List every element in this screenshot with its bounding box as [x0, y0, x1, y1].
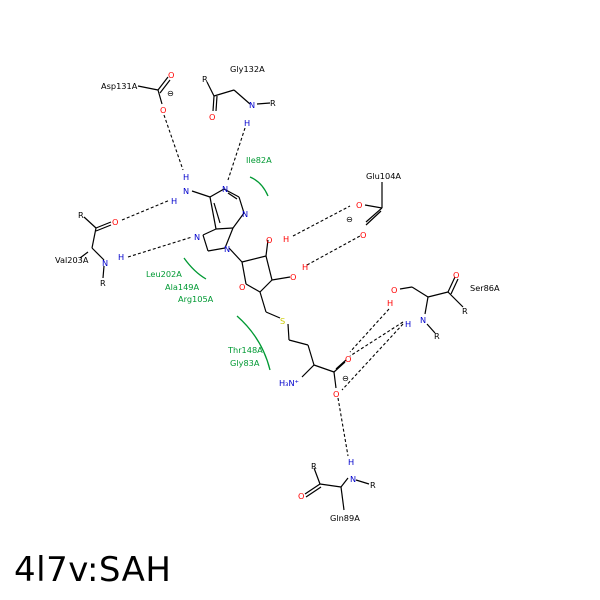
ser86-r: R	[462, 306, 468, 316]
hydrophobic-gly83: Gly83A	[230, 358, 260, 368]
ser86-n: N	[420, 315, 426, 325]
asp131-o2: O	[160, 105, 166, 115]
ser86-hg: H	[387, 298, 393, 308]
atom-o2: O	[266, 235, 272, 245]
atom-o4: O	[239, 282, 245, 292]
residue-bonds	[79, 76, 464, 511]
atom-oxt: O	[345, 354, 351, 364]
asp131-charge: ⊖	[167, 88, 174, 98]
val203-r2: R	[100, 278, 106, 288]
carboxylate-charge: ⊖	[342, 373, 349, 383]
ligand-title: 4l7v:SAH	[14, 550, 172, 590]
gln89-n: N	[350, 474, 356, 484]
glu104-o1: O	[356, 200, 362, 210]
hydrophobic-ile82: Ile82A	[246, 155, 272, 165]
gly132-r2: R	[270, 98, 276, 108]
gln89-h: H	[348, 457, 354, 467]
ser86-r2: R	[434, 331, 440, 341]
gly132-n: N	[249, 100, 255, 110]
atom-n9: N	[224, 244, 230, 254]
ser86-h: H	[405, 319, 411, 329]
atom-sd: S	[280, 316, 285, 326]
hydrogen-bonds	[121, 114, 404, 457]
residue-atoms: O O ⊖ R O N H R O O ⊖ R O N H R O H O R …	[78, 70, 468, 501]
hydrophobic-arg105: Arg105A	[178, 294, 214, 304]
atom-nh3: H₃N⁺	[279, 378, 299, 388]
residue-ser86: Ser86A	[470, 283, 500, 293]
ligand-bonds	[191, 188, 347, 389]
ser86-og: O	[391, 285, 397, 295]
atom-o: O	[333, 389, 339, 399]
gly132-o: O	[209, 112, 215, 122]
atom-n1: N	[222, 184, 228, 194]
gly132-r: R	[202, 74, 208, 84]
val203-h: H	[118, 252, 124, 262]
hydrophobic-leu202: Leu202A	[146, 269, 182, 279]
val203-n: N	[102, 258, 108, 268]
hydrophobic-contacts	[183, 176, 271, 371]
hydrophobic-ala149: Ala149A	[165, 282, 200, 292]
gln89-r: R	[311, 461, 317, 471]
atom-n6-h2: H	[171, 196, 177, 206]
ser86-o: O	[453, 270, 459, 280]
residue-glu104: Glu104A	[366, 171, 401, 181]
hydrophobic-thr148: Thr148A	[227, 345, 263, 355]
val203-o: O	[112, 217, 118, 227]
val203-r: R	[78, 210, 84, 220]
atom-n3: N	[242, 209, 248, 219]
gly132-h: H	[244, 118, 250, 128]
atom-o3-h: H	[302, 262, 308, 272]
atom-o3: O	[290, 272, 296, 282]
gln89-r2: R	[370, 480, 376, 490]
residue-gln89: Gln89A	[330, 513, 360, 523]
glu104-o2: O	[360, 230, 366, 240]
ligand-atoms: N N N N N H H O O H O H S H₃N⁺ O O ⊖	[171, 172, 351, 399]
residue-asp131: Asp131A	[101, 81, 138, 91]
residue-gly132: Gly132A	[230, 64, 265, 74]
atom-o2-h: H	[283, 234, 289, 244]
hydrophobic-labels: Ile82A Leu202A Ala149A Arg105A Thr148A G…	[146, 155, 272, 368]
atom-n6-h1: H	[183, 172, 189, 182]
glu104-charge: ⊖	[346, 214, 353, 224]
atom-n7: N	[194, 232, 200, 242]
residue-labels: Asp131A Gly132A Glu104A Val203A Ser86A G…	[55, 64, 500, 523]
gln89-o: O	[298, 491, 304, 501]
asp131-o1: O	[168, 70, 174, 80]
atom-n6: N	[183, 186, 189, 196]
residue-val203: Val203A	[55, 255, 89, 265]
